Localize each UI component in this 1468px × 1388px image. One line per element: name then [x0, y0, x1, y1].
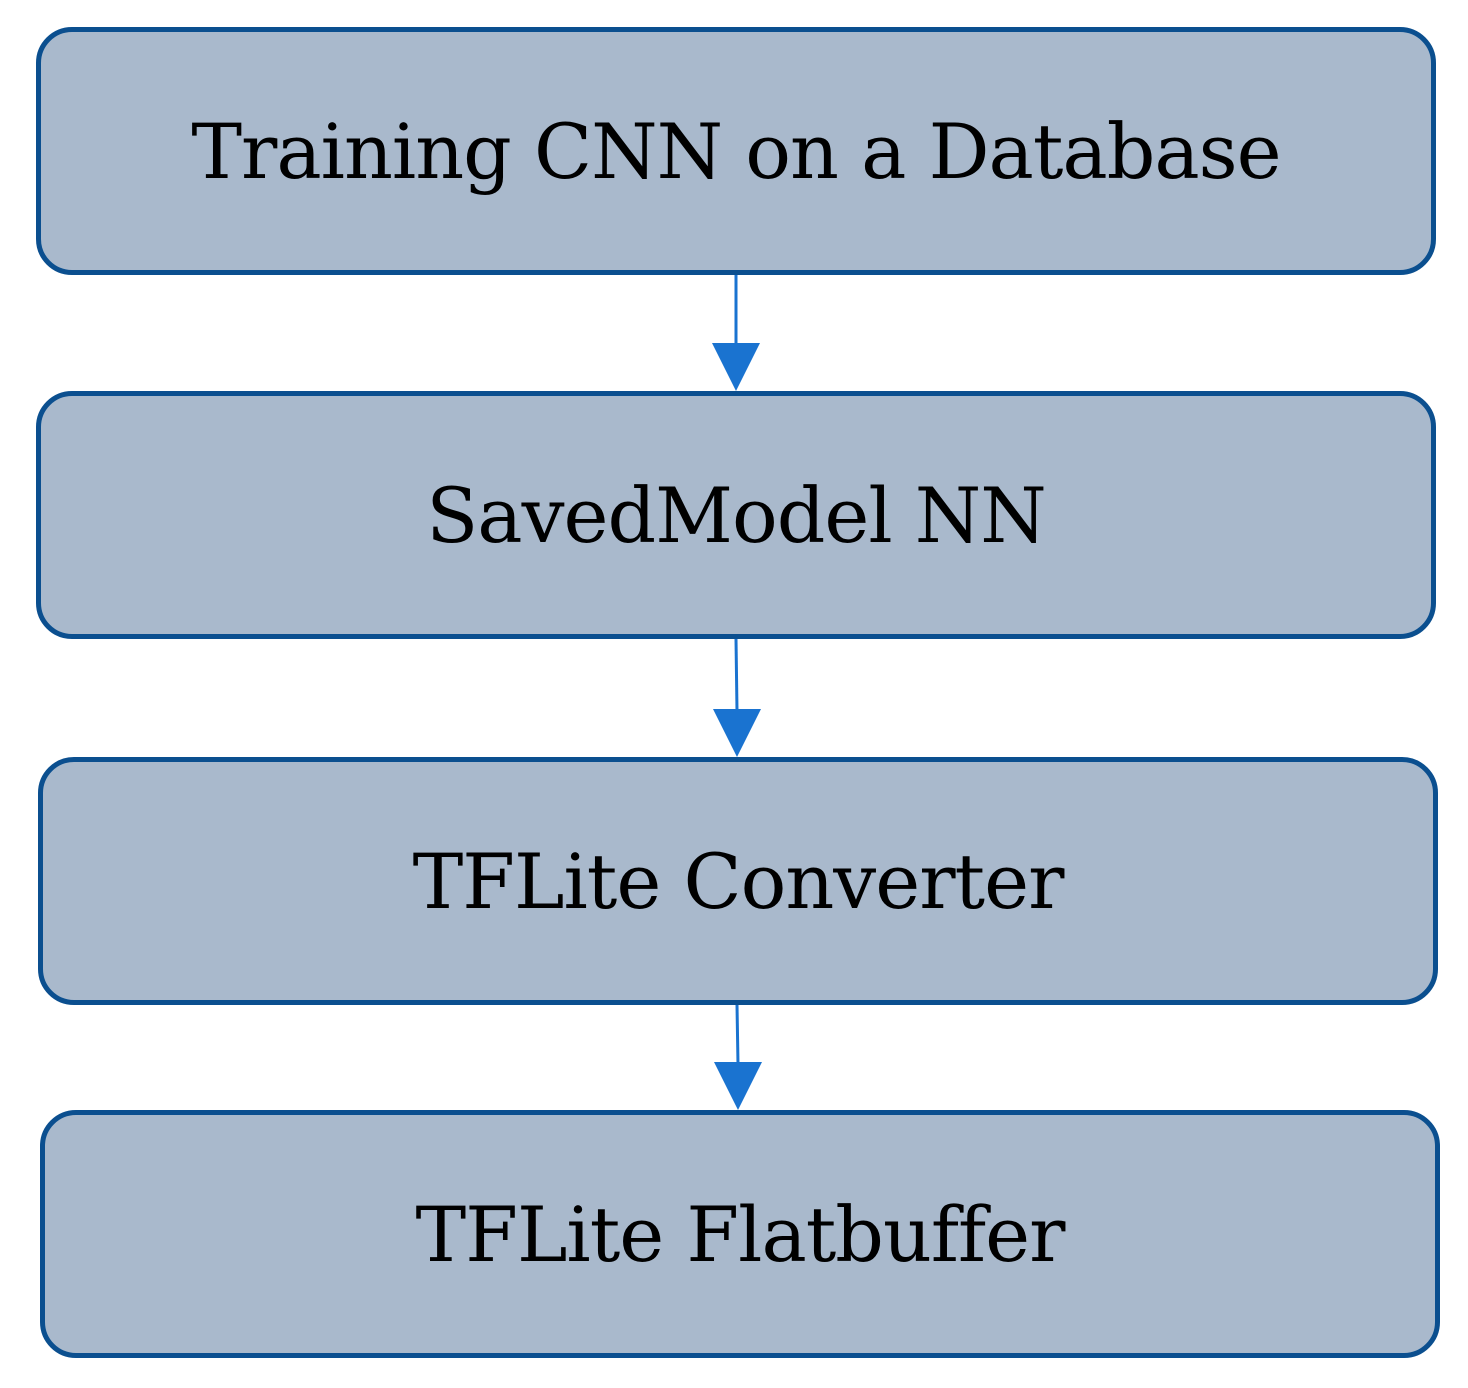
flow-node-tflite-flatbuffer: TFLite Flatbuffer: [40, 1110, 1440, 1358]
node-label: Training CNN on a Database: [191, 106, 1281, 196]
flow-node-savedmodel: SavedModel NN: [36, 391, 1436, 639]
arrow-shaft: [734, 638, 739, 712]
arrow-2-to-3: [713, 638, 761, 757]
node-label: SavedModel NN: [426, 470, 1047, 560]
arrow-3-to-4: [714, 1004, 762, 1110]
arrow-head: [712, 343, 760, 391]
arrow-shaft: [735, 1004, 740, 1065]
arrow-head: [714, 1062, 762, 1110]
arrow-head: [713, 709, 761, 757]
arrow-1-to-2: [712, 275, 760, 391]
flow-node-training-cnn: Training CNN on a Database: [36, 27, 1436, 275]
flow-node-tflite-converter: TFLite Converter: [38, 757, 1438, 1005]
node-label: TFLite Converter: [412, 836, 1065, 926]
node-label: TFLite Flatbuffer: [415, 1189, 1066, 1279]
